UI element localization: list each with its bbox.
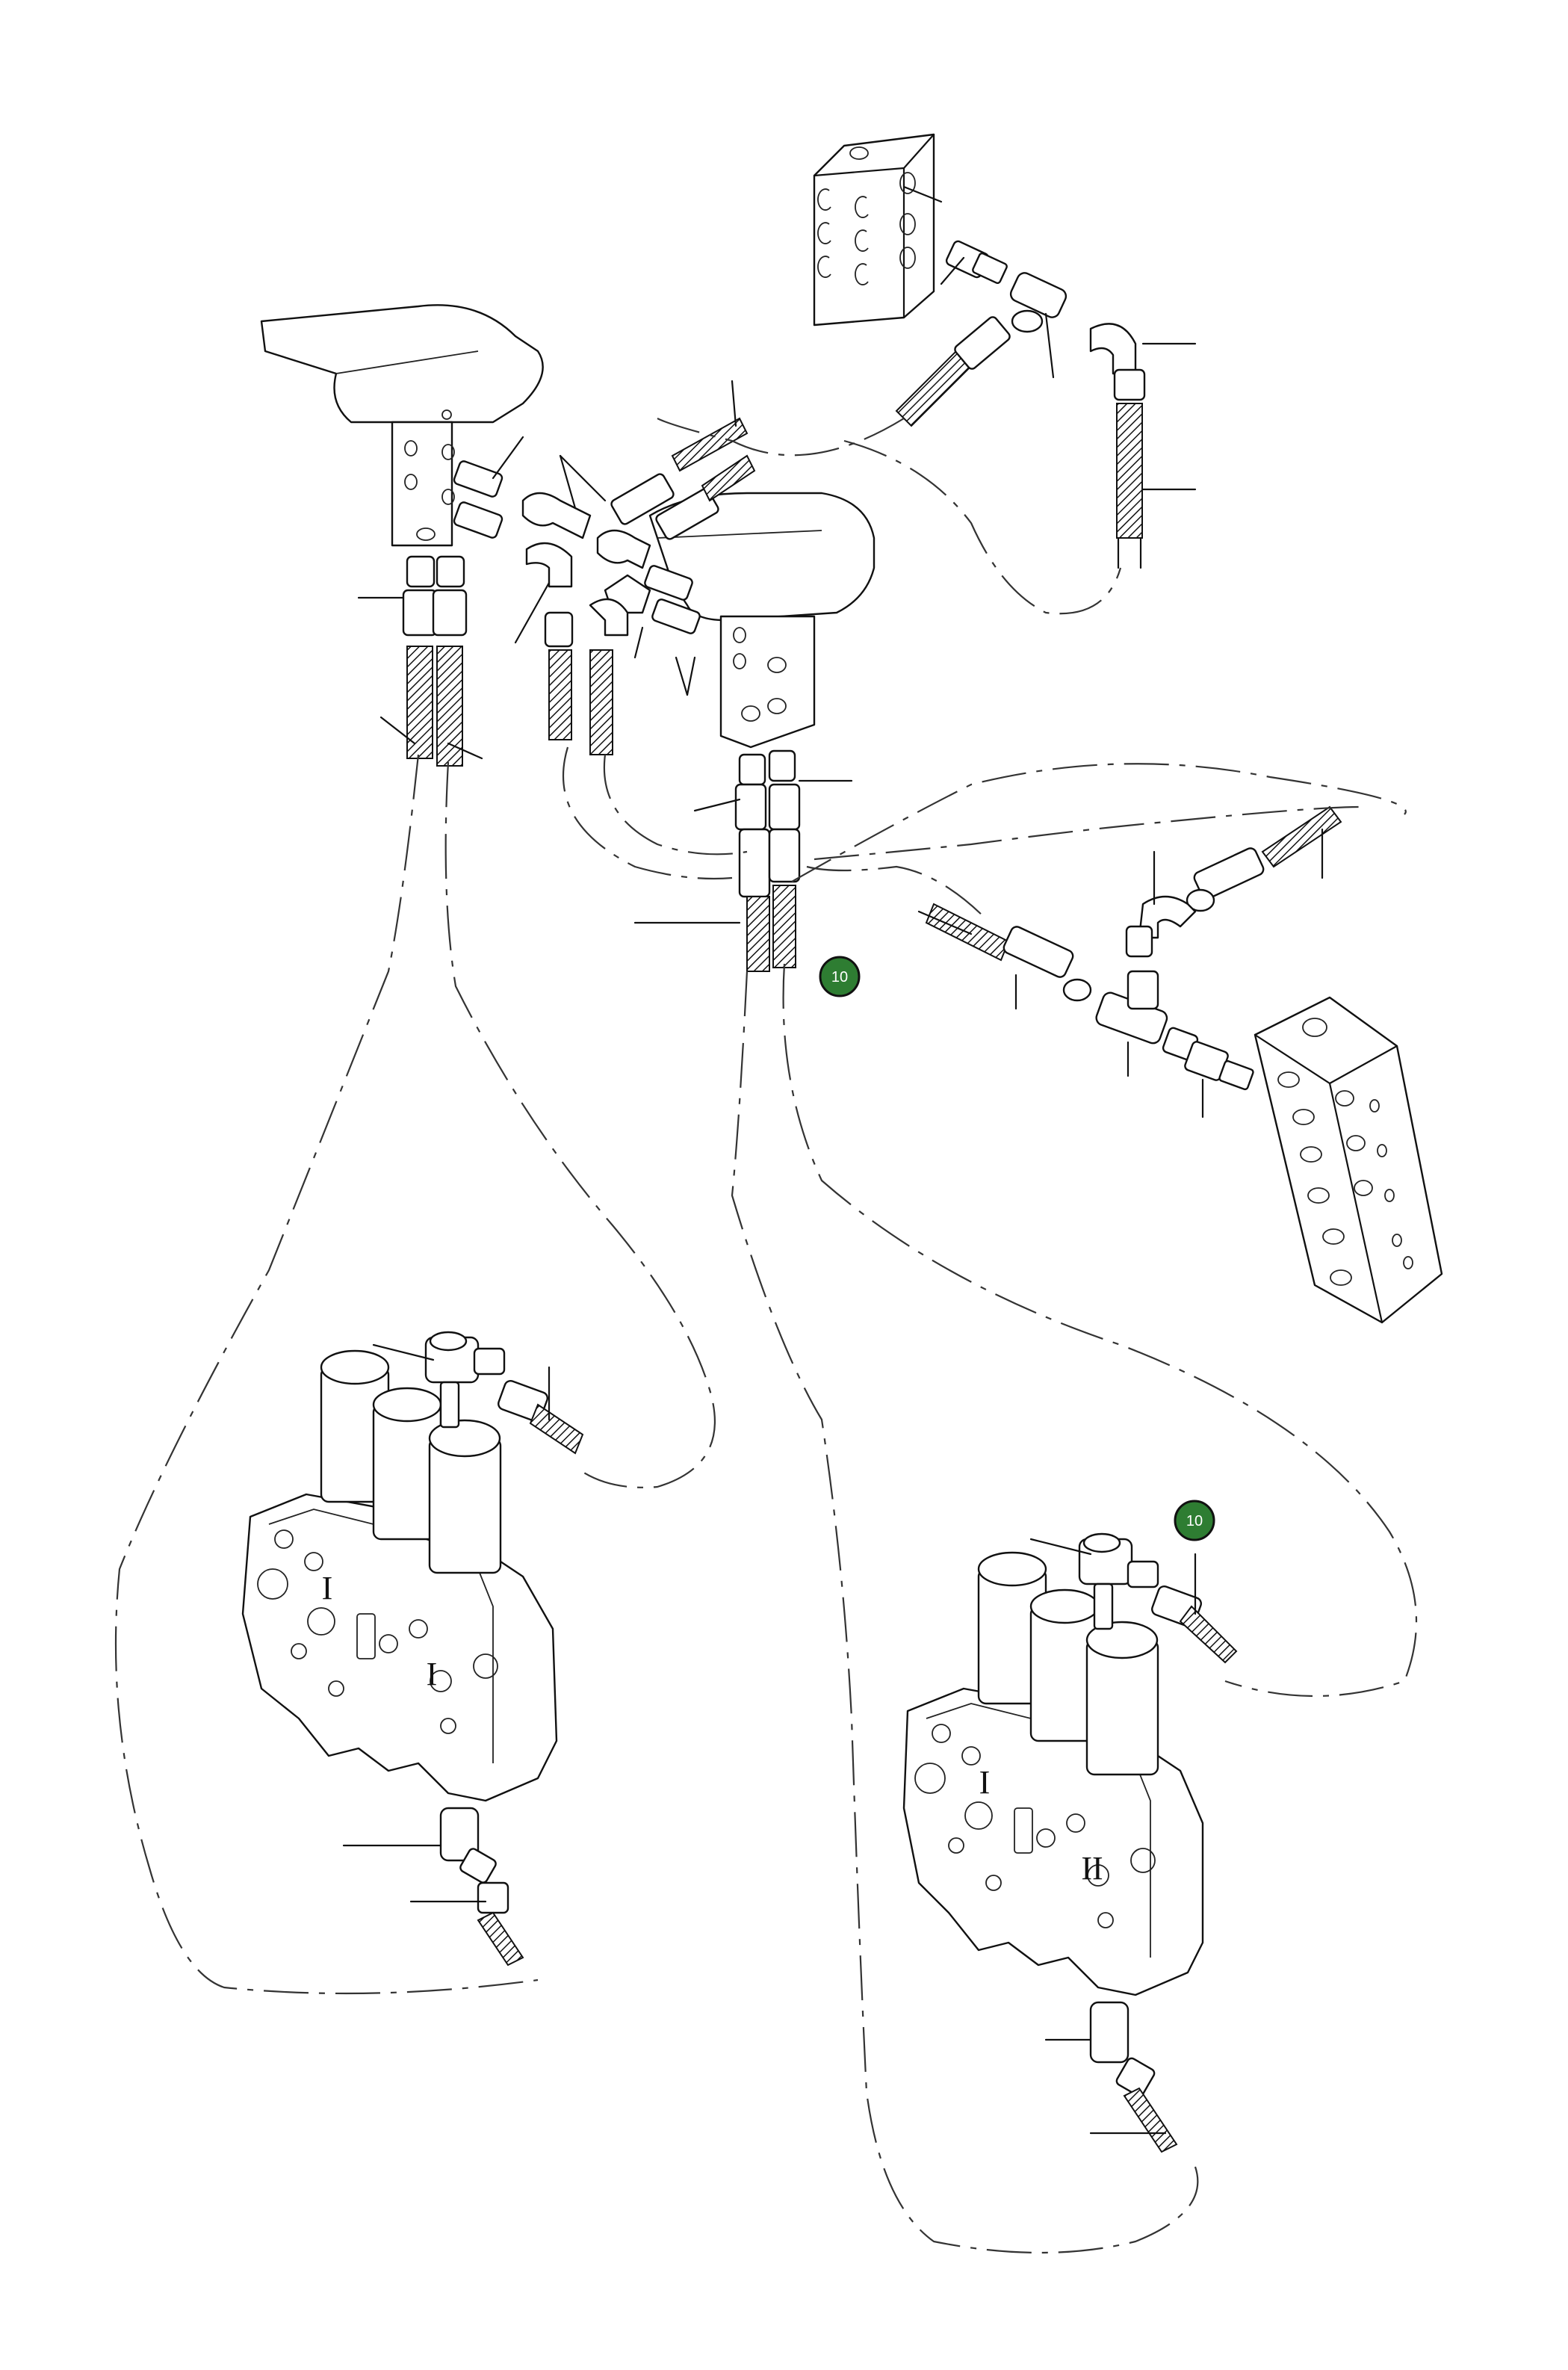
fittings-left-pedal <box>402 460 592 648</box>
valve-section-marking: II <box>1081 1850 1103 1887</box>
elbow-fitting-top-right <box>1089 323 1146 401</box>
tee-fitting-right <box>1095 970 1199 1061</box>
pedal-valve-left <box>260 304 544 547</box>
part-callout-10[interactable]: 10 <box>819 956 861 997</box>
hose-top-right <box>1116 403 1143 569</box>
adapter-fitting-right <box>1184 1041 1254 1091</box>
hose-routing-lines <box>114 418 1418 2254</box>
callout-label: 10 <box>831 969 848 986</box>
adapter-fitting-top <box>945 240 1008 285</box>
hose-top-diagonal <box>895 316 1011 427</box>
part-callout-10[interactable]: 10 <box>1174 1500 1215 1541</box>
hose-right-lower <box>925 903 1092 1002</box>
control-valve-left: I I <box>241 1331 584 1967</box>
hoses-center-pedal <box>610 417 796 972</box>
fittings-center-pedal <box>589 529 801 898</box>
solenoid-cylinders-right <box>977 1551 1159 1776</box>
hoses-left-pedal <box>406 646 613 767</box>
leader-lines <box>342 185 1324 2135</box>
distribution-block-right <box>1254 996 1443 1324</box>
valve-section-marking: I <box>979 1764 991 1801</box>
valve-section-marking: I <box>322 1570 333 1606</box>
callout-label: 10 <box>1186 1513 1203 1529</box>
solenoid-cylinders-left <box>320 1349 502 1574</box>
distribution-block-top <box>813 133 935 327</box>
pedal-valve-center <box>648 492 876 749</box>
control-valve-right: I II <box>902 1532 1238 2153</box>
tee-fitting-top <box>1009 272 1067 333</box>
valve-section-marking: I <box>427 1656 438 1692</box>
hose-right-upper <box>1125 805 1342 958</box>
